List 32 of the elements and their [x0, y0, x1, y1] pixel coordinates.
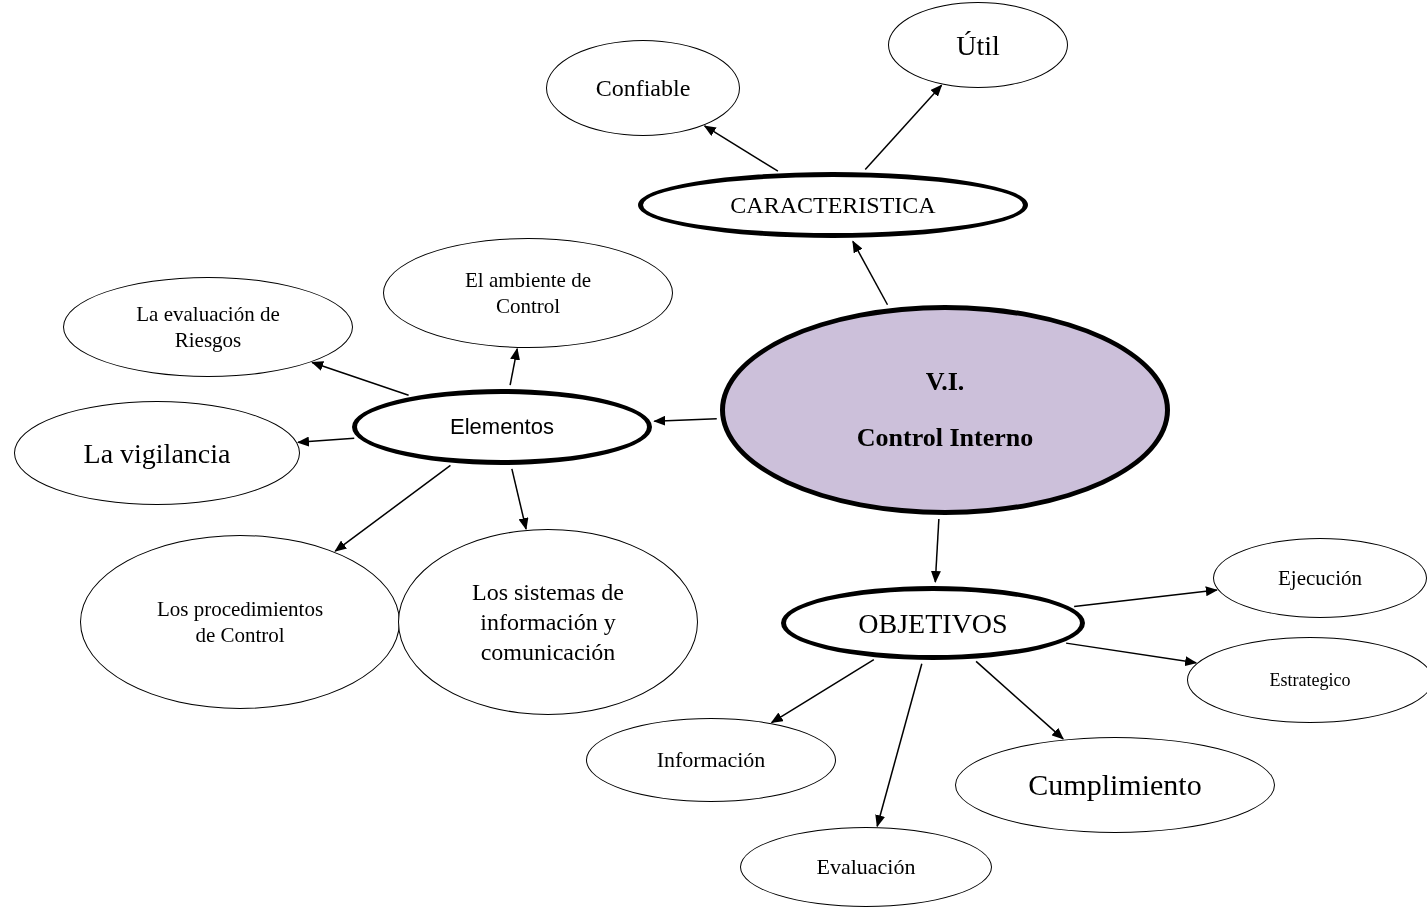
- arrow: [511, 468, 529, 530]
- node-label: Los procedimientos de Control: [155, 595, 325, 649]
- node-label: Elementos: [450, 413, 554, 441]
- arrow: [930, 518, 941, 583]
- arrow: [653, 415, 718, 426]
- node-label: Confiable: [595, 74, 691, 103]
- arrow: [770, 658, 875, 724]
- arrow: [297, 436, 355, 447]
- node-label: La evaluación de Riesgos: [135, 300, 281, 354]
- node-label: V.I.: [925, 365, 965, 398]
- node-label: Útil: [956, 28, 1000, 63]
- node-label: CARACTERISTICA: [730, 191, 936, 220]
- arrow: [1065, 642, 1198, 667]
- arrow: [1073, 586, 1218, 608]
- arrow: [864, 84, 943, 171]
- node-label: Estrategico: [1269, 668, 1351, 692]
- node-label: Información: [656, 746, 766, 774]
- node-label: El ambiente de Control: [464, 266, 592, 320]
- node-label: Ejecución: [1278, 564, 1362, 592]
- node-label: Evaluación: [816, 853, 916, 881]
- node-label: Cumplimiento: [1028, 767, 1202, 804]
- node-label: La vigilancia: [83, 436, 231, 471]
- arrow: [852, 240, 889, 306]
- arrow: [311, 361, 410, 396]
- arrow: [975, 660, 1064, 740]
- node-label: OBJETIVOS: [858, 606, 1008, 641]
- arrow: [703, 125, 779, 172]
- node-label: Control Interno: [856, 422, 1034, 454]
- arrow: [509, 347, 520, 386]
- arrow: [334, 464, 452, 552]
- node-label: Los sistemas de información y comunicación: [471, 578, 625, 667]
- arrow: [875, 663, 923, 828]
